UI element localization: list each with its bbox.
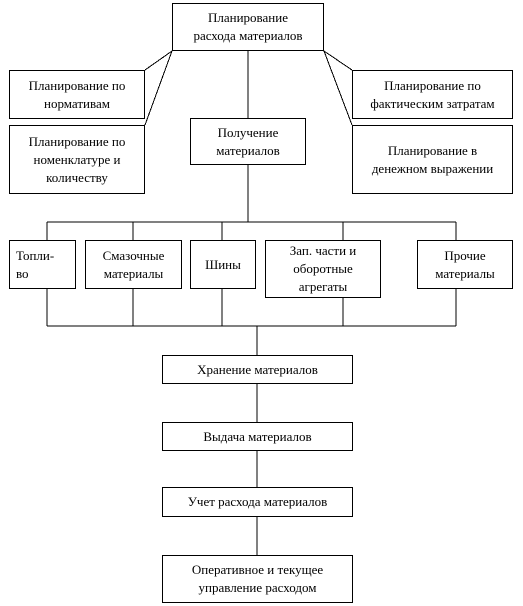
other-materials-box: Прочие материалы: [417, 240, 513, 289]
issuance-box: Выдача материалов: [162, 422, 353, 451]
receiving-box: Получение материалов: [190, 118, 306, 165]
fuel-box: Топли- во: [9, 240, 76, 289]
spare-parts-box: Зап. части и оборотные агрегаты: [265, 240, 381, 298]
management-box: Оперативное и текущее управление расходо…: [162, 555, 353, 603]
planning-money-box: Планирование в денежном выражении: [352, 125, 513, 194]
accounting-box: Учет расхода материалов: [162, 487, 353, 517]
connector-root-money: [323, 50, 353, 126]
lubricants-box: Смазочные материалы: [85, 240, 182, 289]
connector-root-actual: [323, 50, 353, 71]
planning-actual-box: Планирование по фактическим затратам: [352, 70, 513, 119]
planning-nomenclature-box: Планирование по номенклатуре и количеств…: [9, 125, 145, 194]
root-planning-box: Планирование расхода материалов: [172, 3, 324, 51]
tires-box: Шины: [190, 240, 256, 289]
storage-box: Хранение материалов: [162, 355, 353, 384]
connector-root-nomenclature: [144, 50, 173, 126]
planning-norms-box: Планирование по нормативам: [9, 70, 145, 119]
connector-root-norms: [144, 50, 173, 71]
